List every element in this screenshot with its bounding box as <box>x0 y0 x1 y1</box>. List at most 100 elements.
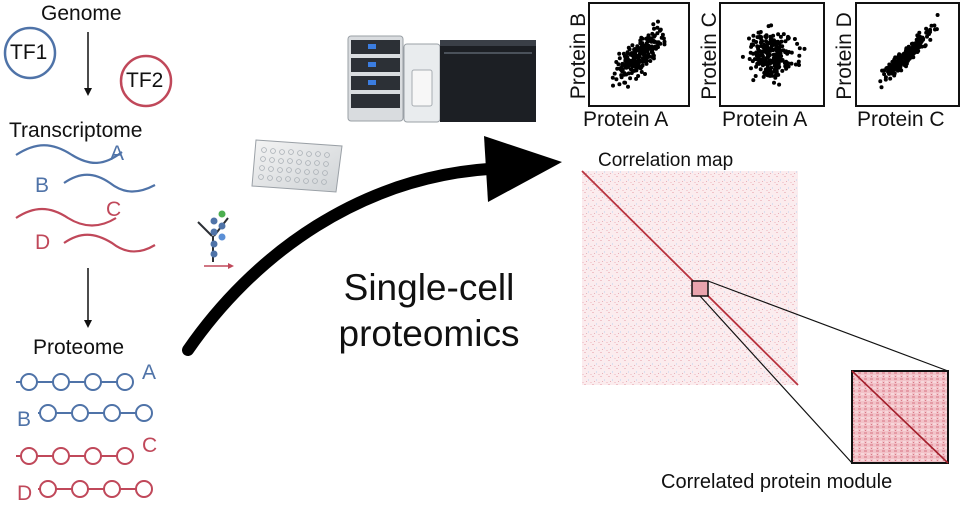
scatter-point <box>753 74 758 78</box>
scatter-point <box>642 51 647 56</box>
scatter-plot-3 <box>855 2 960 107</box>
scatter-point <box>612 71 617 76</box>
scatter-3-xlabel: Protein C <box>857 108 945 131</box>
transcript-c-wave <box>15 207 117 227</box>
protein-d-chain <box>38 480 153 498</box>
scatter-point <box>623 80 628 85</box>
scatter-point <box>784 49 789 54</box>
scatter-point <box>621 51 626 56</box>
scatter-point <box>771 33 776 38</box>
scatter-point <box>897 53 902 58</box>
transcript-b-wave <box>63 173 156 193</box>
scatter-point <box>656 45 660 50</box>
scatter-point <box>764 39 768 44</box>
scatter-point <box>774 48 779 53</box>
scatter-point <box>902 61 907 66</box>
scatter-plot-2-points <box>740 23 807 87</box>
scatter-point <box>751 33 756 38</box>
scatter-point <box>766 24 771 29</box>
scatter-point <box>625 51 630 56</box>
scatter-point <box>878 79 883 84</box>
scatter-point <box>766 53 770 57</box>
scatter-point <box>761 45 766 50</box>
scatter-point <box>638 51 642 56</box>
scatter-point <box>614 77 619 82</box>
workflow-arrow <box>182 136 562 356</box>
scatter-2-xlabel: Protein A <box>722 108 808 131</box>
scatter-point <box>617 56 622 61</box>
scatter-point <box>784 66 789 71</box>
central-dogma-panel <box>3 26 173 498</box>
scatter-point <box>933 27 937 32</box>
scatter-point <box>751 78 756 83</box>
scatter-point <box>772 80 776 85</box>
scatter-point <box>924 30 929 35</box>
scatter-point <box>633 52 638 57</box>
scatter-point <box>633 65 638 70</box>
scatter-point <box>617 51 622 56</box>
scatter-point <box>879 85 884 90</box>
scatter-point <box>924 26 929 31</box>
scatter-point <box>786 36 791 41</box>
correlated-module-inset <box>851 370 949 464</box>
scatter-point <box>754 53 759 58</box>
scatter-point <box>783 39 788 44</box>
scatter-point <box>761 74 766 79</box>
scatter-1-ylabel: Protein B <box>567 12 590 100</box>
tf2-label: TF2 <box>126 69 164 92</box>
scatter-point <box>915 36 920 41</box>
correlation-heatmap <box>581 170 949 464</box>
scatter-plot-2 <box>719 2 825 107</box>
transcript-b-label: B <box>35 174 50 197</box>
scatter-3-ylabel: Protein D <box>833 12 856 100</box>
scatter-point <box>633 47 638 52</box>
scatter-point <box>920 37 925 42</box>
scatter-point <box>775 64 780 69</box>
scatter-point <box>617 82 622 87</box>
scatter-point <box>636 74 641 78</box>
scatter-point <box>775 58 779 63</box>
scatter-point <box>639 70 644 74</box>
scatter-point <box>615 66 620 71</box>
scatter-point <box>757 61 761 66</box>
correlated-module-caption: Correlated protein module <box>661 471 893 493</box>
scatter-point <box>626 71 631 76</box>
scatter-point <box>771 59 776 64</box>
scatter-point <box>754 40 759 44</box>
scatter-point <box>639 35 644 40</box>
scatter-point <box>776 32 781 37</box>
scatter-point <box>771 52 776 57</box>
scatter-point <box>611 83 615 88</box>
scatter-point <box>639 65 644 70</box>
scatter-point <box>907 56 912 61</box>
scatter-point <box>624 59 629 64</box>
protein-d-label: D <box>17 482 33 505</box>
well-plate-icon <box>251 139 343 193</box>
scatter-point <box>923 43 928 48</box>
scatter-point <box>652 26 656 31</box>
scatter-point <box>644 61 649 66</box>
tf1-circle <box>3 26 57 80</box>
scatter-point <box>797 46 802 51</box>
scatter-point <box>660 32 665 37</box>
scatter-point <box>802 46 807 51</box>
scatter-point <box>777 82 782 87</box>
scatter-point <box>649 50 654 55</box>
proteome-label: Proteome <box>33 336 125 359</box>
scatter-2-ylabel: Protein C <box>698 12 721 100</box>
scatter-1-xlabel: Protein A <box>583 108 669 131</box>
scatter-point <box>778 34 783 39</box>
transcript-a-label: A <box>110 142 125 165</box>
scatter-point <box>661 36 666 41</box>
scatter-point <box>780 68 785 73</box>
scatter-point <box>766 73 771 78</box>
protein-b-chain <box>38 404 153 422</box>
scatter-point <box>796 59 801 64</box>
scatter-point <box>772 39 777 44</box>
scatter-point <box>638 41 643 46</box>
scatter-point <box>880 68 885 73</box>
scatter-point <box>655 25 660 30</box>
scatter-point <box>620 61 625 66</box>
scatter-point <box>886 69 890 74</box>
